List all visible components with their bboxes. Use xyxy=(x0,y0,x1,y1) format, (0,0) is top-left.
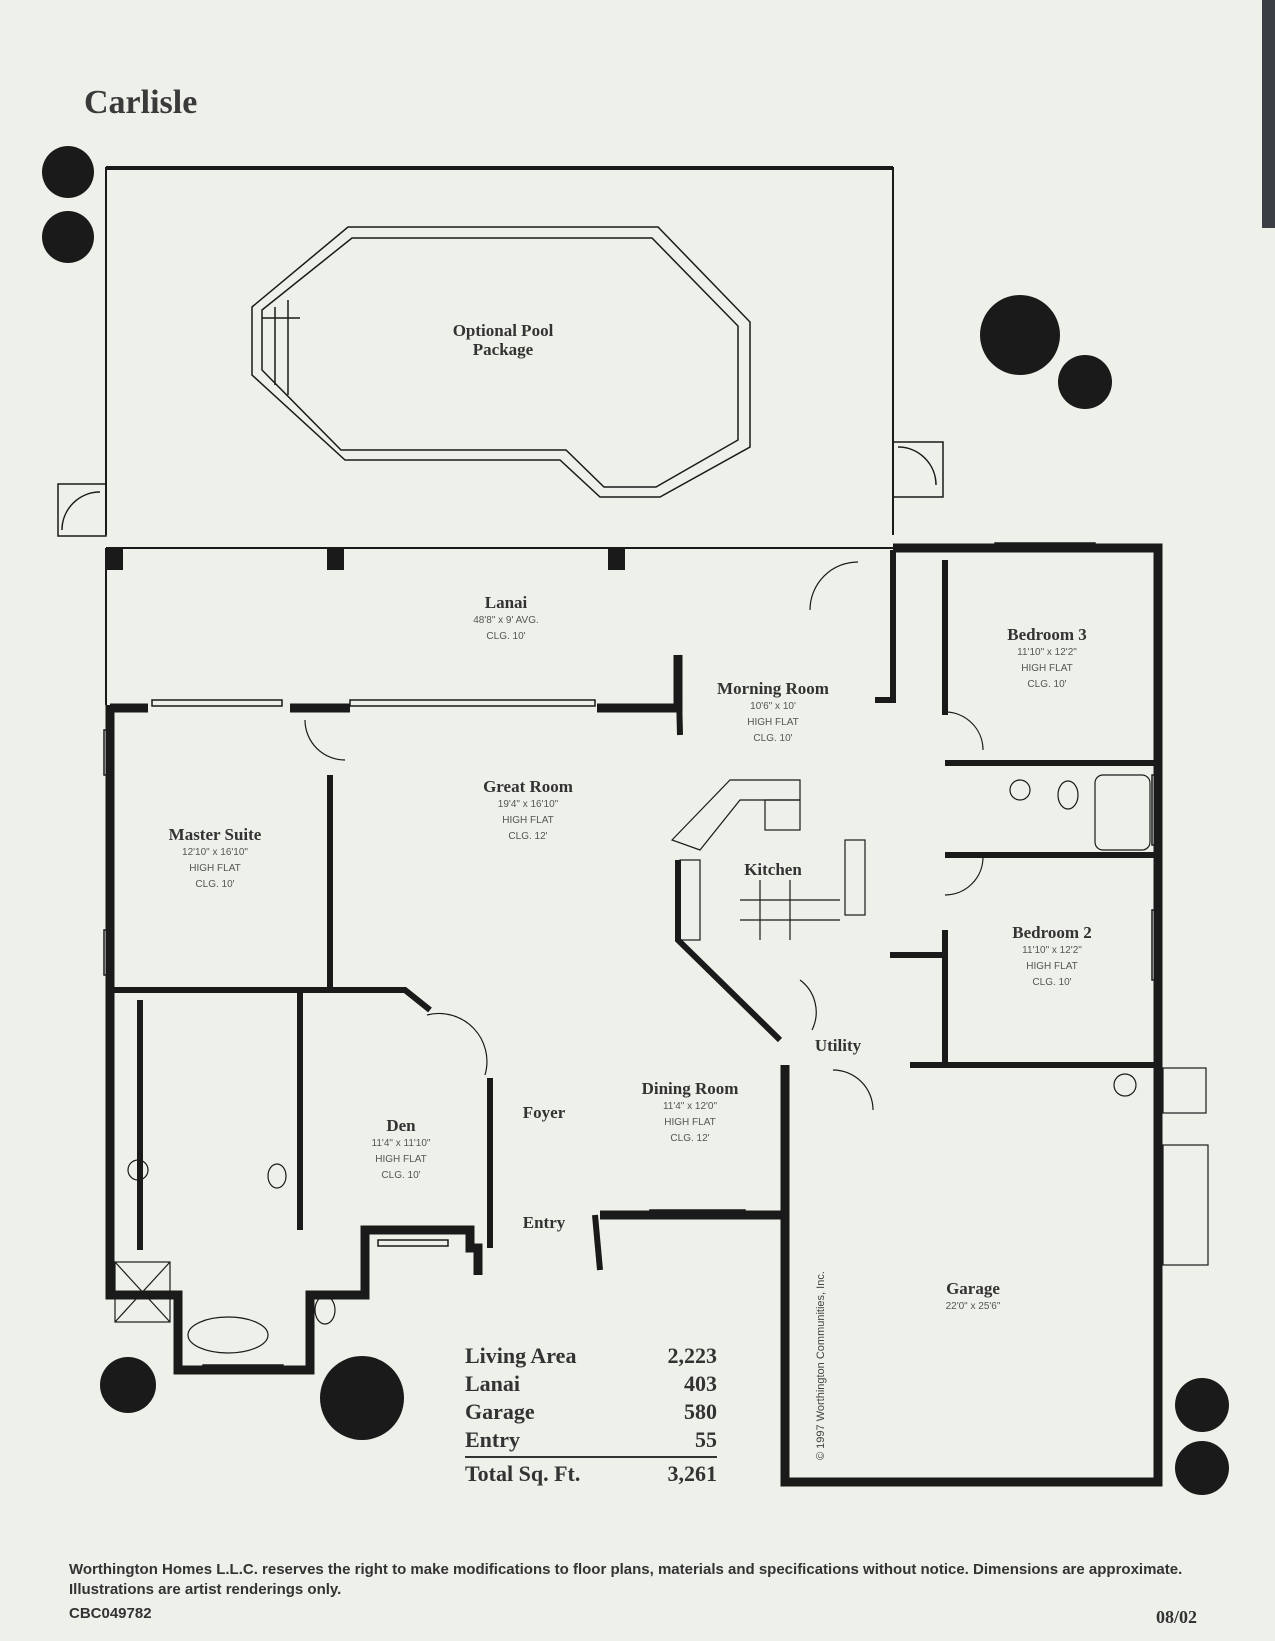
room-utility: Utility xyxy=(814,1036,862,1055)
pool-enclosure xyxy=(105,166,894,535)
lanai-posts xyxy=(106,548,625,570)
room-garage: Garage 22'0" x 25'6" xyxy=(945,1279,1001,1312)
room-dining-room: Dining Room 11'4" x 12'0" HIGH FLAT CLG.… xyxy=(641,1079,739,1144)
area-summary-table: Living Area 2,223 Lanai 403 Garage 580 E… xyxy=(465,1342,717,1488)
pool-outline xyxy=(251,226,751,498)
revision-date: 08/02 xyxy=(1156,1607,1198,1627)
plan-title: Carlisle xyxy=(84,84,198,121)
room-kitchen: Kitchen xyxy=(744,860,802,879)
room-bedroom-2: Bedroom 2 11'10" x 12'2" HIGH FLAT CLG. … xyxy=(1012,923,1092,988)
area-row: Entry 55 xyxy=(465,1427,717,1452)
room-entry: Entry xyxy=(522,1213,566,1232)
room-lanai: Lanai 48'8" x 9' AVG. CLG. 10' xyxy=(473,593,539,642)
room-master-suite: Master Suite 12'10" x 16'10" HIGH FLAT C… xyxy=(168,825,262,890)
area-row: Lanai 403 xyxy=(465,1371,717,1396)
room-den: Den 11'4" x 11'10" HIGH FLAT CLG. 10' xyxy=(371,1116,431,1181)
trees xyxy=(42,146,1229,1495)
copyright-notice: © 1997 Worthington Communities, Inc. xyxy=(815,1271,827,1460)
area-row: Living Area 2,223 xyxy=(465,1343,717,1368)
exterior-walls xyxy=(105,543,1163,1487)
room-morning-room: Morning Room 10'6" x 10' HIGH FLAT CLG. … xyxy=(717,679,829,744)
room-bedroom-3: Bedroom 3 11'10" x 12'2" HIGH FLAT CLG. … xyxy=(1007,625,1087,690)
windows xyxy=(103,542,1159,1372)
door-swings xyxy=(304,561,984,1111)
area-row: Garage 580 xyxy=(465,1399,717,1424)
kitchen-counters xyxy=(670,779,866,941)
pool-label: Optional Pool Package xyxy=(452,321,554,359)
enclosure-doors xyxy=(57,441,944,537)
room-foyer: Foyer xyxy=(522,1103,566,1122)
scan-edge-bar xyxy=(1262,0,1275,228)
area-total-row: Total Sq. Ft. 3,261 xyxy=(465,1456,717,1488)
bath-fixtures xyxy=(114,774,1209,1354)
interior-walls xyxy=(110,550,1158,1271)
license-code: CBC049782 xyxy=(69,1605,152,1622)
room-great-room: Great Room 19'4" x 16'10" HIGH FLAT CLG.… xyxy=(483,777,573,842)
disclaimer-text: Worthington Homes L.L.C. reserves the ri… xyxy=(69,1561,1183,1598)
